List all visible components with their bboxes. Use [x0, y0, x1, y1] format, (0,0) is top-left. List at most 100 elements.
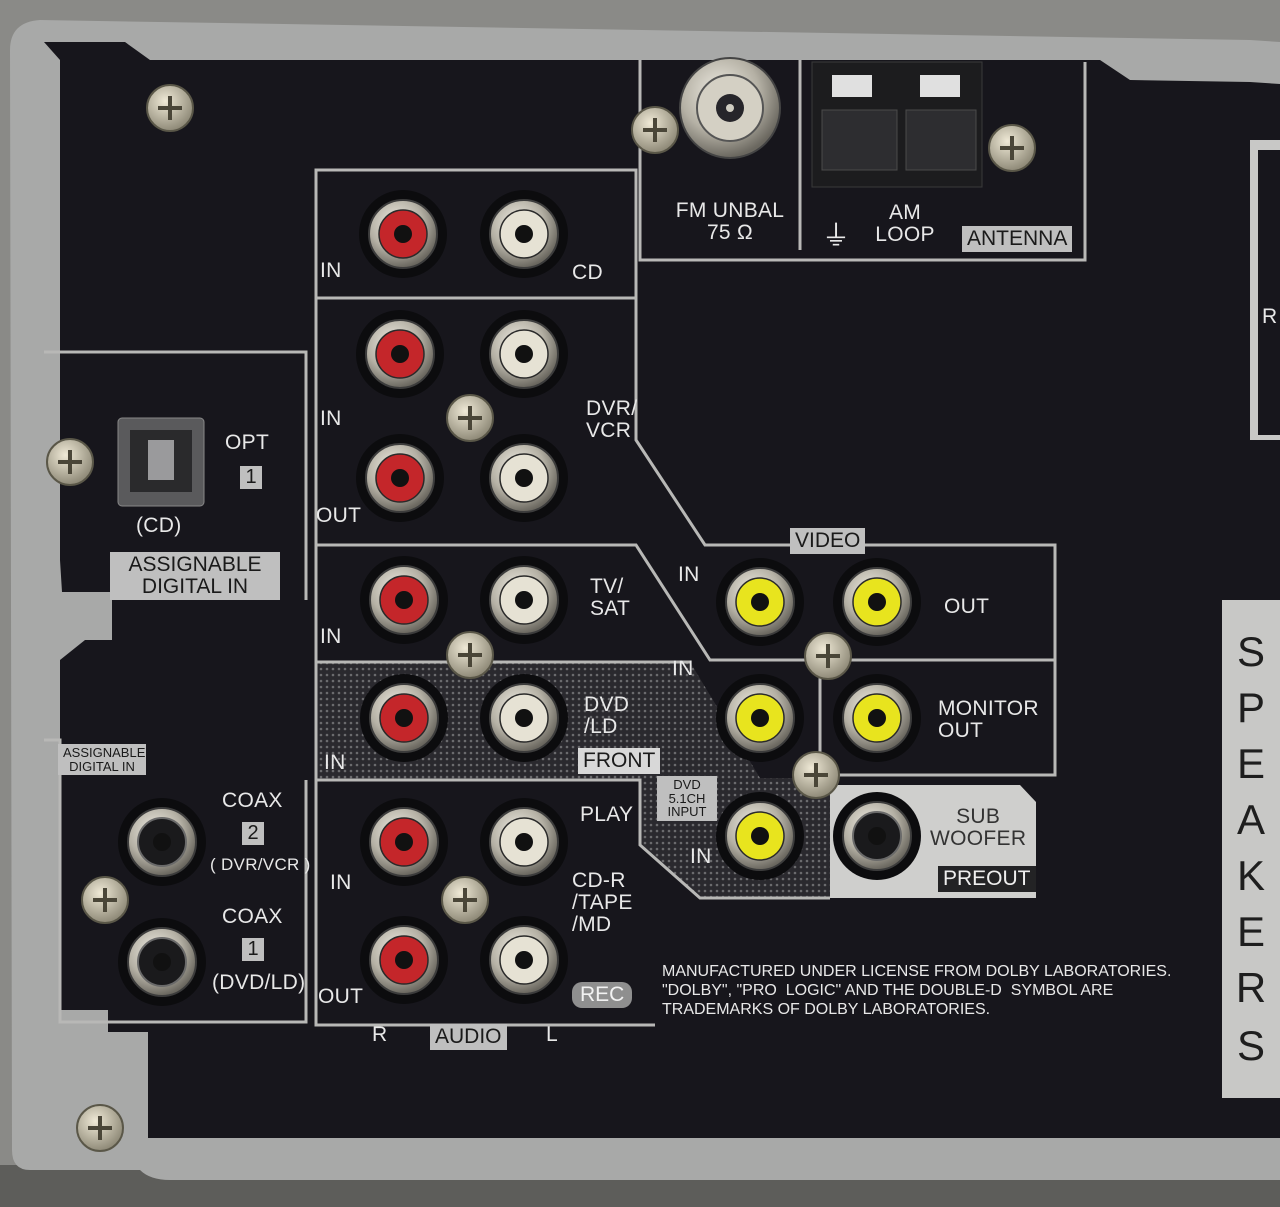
play-in-l-jack[interactable]	[480, 798, 568, 886]
video-out-label: OUT	[944, 595, 990, 618]
preout-badge: PREOUT	[938, 866, 1036, 893]
dvr-out-l-jack[interactable]	[480, 434, 568, 522]
tv-in-label: IN	[320, 625, 342, 648]
dvd51-line3: INPUT	[667, 804, 707, 820]
assign-line2: DIGITAL IN	[141, 575, 249, 599]
sub-line1: SUB	[956, 805, 1001, 828]
cd-in-l-jack[interactable]	[480, 190, 568, 278]
speakers-letter: E	[1236, 908, 1265, 955]
optical-input-connector[interactable]	[117, 417, 205, 507]
screw-icon	[441, 876, 489, 924]
screw-icon	[76, 1104, 124, 1152]
antenna-badge: ANTENNA	[962, 226, 1073, 253]
am-antenna-terminals[interactable]	[811, 61, 983, 188]
tv-sat-label: TV/SAT	[590, 575, 630, 620]
section-outlines	[44, 60, 1087, 1027]
screw-icon	[988, 124, 1036, 172]
coax1-label: COAX	[222, 905, 283, 928]
video-in2-label: IN	[672, 657, 694, 680]
notice-line2: "DOLBY", "PRO LOGIC" AND THE DOUBLE-D SY…	[662, 982, 1114, 1000]
audio-r-label: R	[372, 1023, 388, 1046]
speakers-letter: P	[1236, 684, 1265, 731]
monitor-line2: OUT	[938, 719, 984, 743]
speakers-letter: E	[1236, 740, 1265, 787]
rec-out-r-jack[interactable]	[360, 916, 448, 1004]
speakers-letter: S	[1236, 1022, 1265, 1069]
opt-source-label: (CD)	[136, 514, 182, 537]
monitor-line1: MONITOR	[938, 697, 1039, 720]
play-label: PLAY	[580, 803, 634, 826]
dvr-in-r-jack[interactable]	[356, 310, 444, 398]
tv-sat-line1: TV/	[590, 575, 624, 598]
tv-in-l-jack[interactable]	[480, 556, 568, 644]
rca-jacks	[118, 190, 921, 1006]
monitor-in-jack[interactable]	[716, 674, 804, 762]
cd-label: CD	[572, 261, 603, 284]
video-in-jack[interactable]	[716, 558, 804, 646]
cd-in-label: IN	[320, 259, 342, 282]
dvr-in-l-jack[interactable]	[480, 310, 568, 398]
coax1-jack[interactable]	[118, 918, 206, 1006]
screw-icon	[446, 394, 494, 442]
dvd-ld-label: DVD/LD	[584, 693, 630, 739]
dvr-out-r-jack[interactable]	[356, 434, 444, 522]
monitor-out-jack[interactable]	[833, 674, 921, 762]
notice-line3: TRADEMARKS OF DOLBY LABORATORIES.	[662, 1001, 991, 1019]
speakers-letter: S	[1236, 628, 1265, 675]
coax1-source: (DVD/LD)	[212, 971, 306, 994]
video-in-label: IN	[678, 563, 700, 586]
sub-line2: WOOFER	[930, 827, 1027, 851]
screw-icon	[81, 876, 129, 924]
screw-icon	[446, 631, 494, 679]
dvd51-line1: DVD	[673, 777, 701, 792]
speakers-label-strip	[1222, 600, 1280, 1098]
video-out-jack[interactable]	[833, 558, 921, 646]
front-badge: FRONT	[578, 748, 661, 775]
tv-in-r-jack[interactable]	[360, 556, 448, 644]
speakers-letter: K	[1236, 852, 1265, 899]
play-in-label: IN	[330, 871, 352, 894]
play-in-r-jack[interactable]	[360, 798, 448, 886]
am-label-line2: LOOP	[875, 223, 935, 247]
dvd-in-label: IN	[324, 751, 346, 774]
opt-number: 1	[240, 466, 262, 489]
cdr-line2: /TAPE	[572, 891, 633, 915]
ground-icon: ⏚	[822, 219, 851, 252]
dvd-in-l-jack[interactable]	[480, 674, 568, 762]
fm-antenna-connector[interactable]	[679, 57, 781, 159]
notice-line1: MANUFACTURED UNDER LICENSE FROM DOLBY LA…	[662, 963, 1172, 980]
am-label-line1: AM	[888, 201, 922, 224]
fm-label-line2: 75 Ω	[706, 221, 754, 245]
subwoofer-preout-jack[interactable]	[833, 792, 921, 880]
screw-icon	[46, 438, 94, 486]
dvd51-in-jack[interactable]	[716, 792, 804, 880]
coax2-number: 2	[242, 822, 264, 845]
speakers-letter: R	[1235, 964, 1267, 1011]
screw-icon	[792, 751, 840, 799]
speakers-letter: A	[1236, 796, 1265, 843]
dvd51-line2: 5.1CH	[668, 790, 706, 806]
cd-in-r-jack[interactable]	[359, 190, 447, 278]
dvd-ld-line1: DVD	[584, 693, 630, 716]
screws	[46, 84, 1036, 1152]
coax-assign-line2: DIGITAL IN	[69, 758, 135, 774]
coax2-label: COAX	[222, 789, 283, 812]
right-edge-inner	[1258, 150, 1280, 435]
screw-icon	[146, 84, 194, 132]
dvd-in-r-jack[interactable]	[360, 674, 448, 762]
dvr-vcr-line1: DVR/	[586, 397, 638, 420]
opt-label: OPT	[225, 431, 270, 454]
screw-icon	[631, 106, 679, 154]
rec-out-l-jack[interactable]	[480, 916, 568, 1004]
video-badge: VIDEO	[790, 528, 866, 555]
coax2-jack[interactable]	[118, 798, 206, 886]
dvd-ld-line2: /LD	[584, 715, 618, 739]
dvr-in-label: IN	[320, 407, 342, 430]
